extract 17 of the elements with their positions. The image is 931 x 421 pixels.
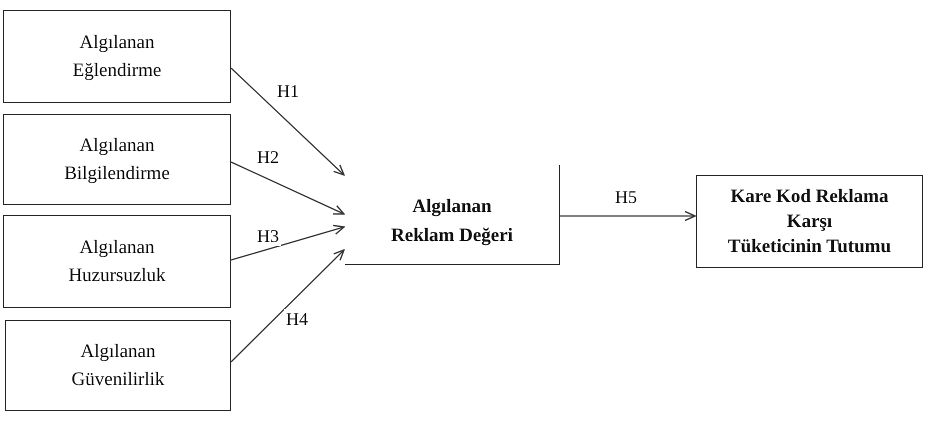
arrow bbox=[560, 210, 696, 222]
node-label: Algılanan Bilgilendirme bbox=[64, 134, 170, 186]
arrow bbox=[230, 161, 345, 215]
node-label: Algılanan Güvenilirlik bbox=[72, 340, 164, 392]
process-box bbox=[696, 175, 923, 268]
process-box bbox=[3, 215, 231, 308]
process-box bbox=[3, 10, 231, 103]
arrow bbox=[230, 68, 345, 176]
arrow bbox=[230, 249, 345, 362]
node-label: Algılanan Huzursuzluk bbox=[68, 236, 166, 288]
node-label: Kare Kod Reklama Karşı Tüketicinin Tutumu bbox=[728, 185, 892, 259]
arrow bbox=[230, 224, 345, 261]
process-box bbox=[3, 114, 231, 205]
node-label: Algılanan Eğlendirme bbox=[72, 30, 162, 82]
node-label: Algılanan Reklam Değeri bbox=[391, 194, 513, 248]
process-box bbox=[345, 165, 560, 265]
process-box bbox=[5, 320, 231, 411]
